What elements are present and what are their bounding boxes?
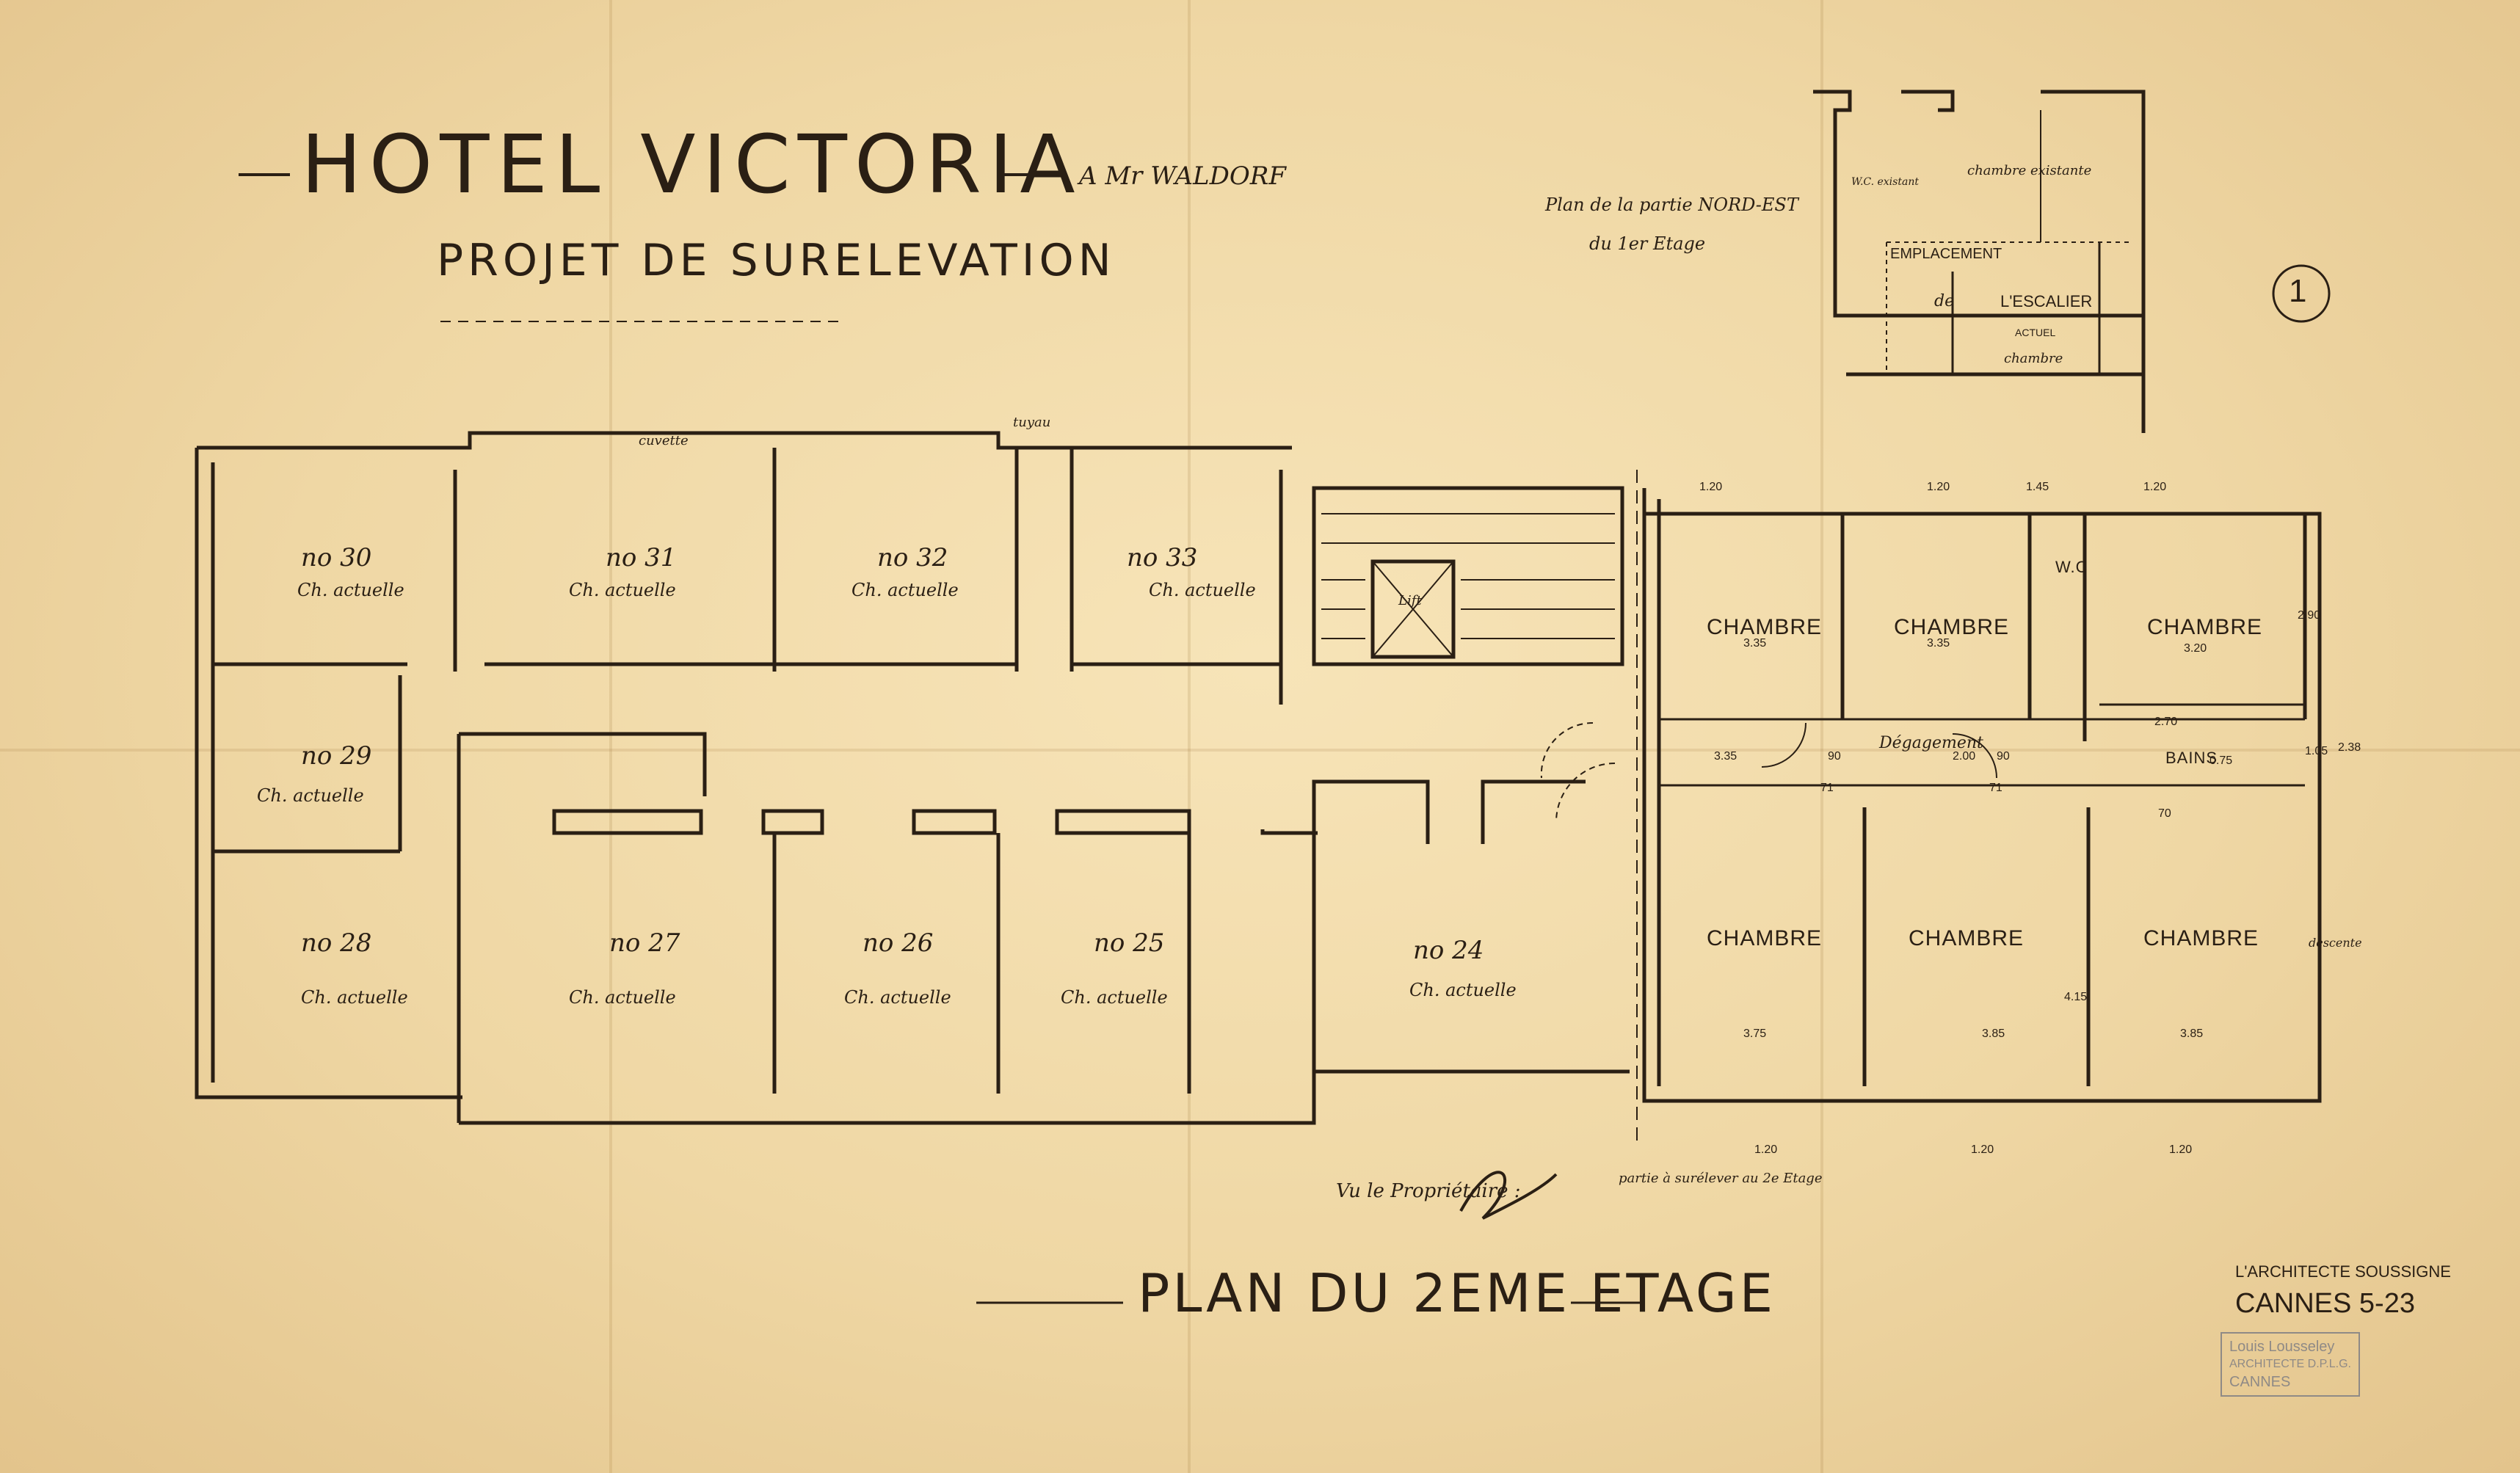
new-room-label: CHAMBRE bbox=[1707, 926, 1823, 950]
paper-fold bbox=[1188, 0, 1191, 1473]
dimension: 1.20 bbox=[1699, 481, 1723, 493]
architect-stamp: Louis Lousseley ARCHITECTE D.P.L.G. CANN… bbox=[2221, 1332, 2360, 1397]
descente-label: descente bbox=[2309, 936, 2362, 950]
dimension: 1.20 bbox=[2169, 1143, 2193, 1156]
limit-note: partie à surélever au 2e Etage bbox=[1619, 1171, 1823, 1186]
dimension: 90 bbox=[1828, 750, 1841, 763]
inset-room-existing: chambre existante bbox=[1967, 163, 2092, 178]
inset-caption: Plan de la partie NORD-EST bbox=[1545, 194, 1798, 215]
room-number: no 25 bbox=[1094, 928, 1165, 958]
dimension: 1.45 bbox=[2026, 481, 2049, 493]
inset-chambre: chambre bbox=[2004, 351, 2063, 366]
room-label: Ch. actuelle bbox=[257, 785, 364, 806]
room-label: Ch. actuelle bbox=[1149, 580, 1256, 600]
plan-level-title: PLAN DU 2EME ETAGE bbox=[1138, 1262, 1776, 1324]
dimension: 3.85 bbox=[1982, 1028, 2005, 1040]
city-date: CANNES 5-23 bbox=[2235, 1288, 2415, 1319]
inset-wc: W.C. existant bbox=[1851, 176, 1919, 188]
dimension: 1.20 bbox=[2143, 481, 2167, 493]
room-number: no 27 bbox=[609, 928, 680, 958]
room-number: no 31 bbox=[606, 543, 677, 572]
paper-fold bbox=[609, 0, 612, 1473]
room-number: no 29 bbox=[301, 741, 372, 771]
stamp-line: CANNES bbox=[2229, 1374, 2291, 1390]
room-number: no 30 bbox=[301, 543, 372, 572]
new-room-label: CHAMBRE bbox=[2143, 926, 2259, 950]
project-subtitle: PROJET DE SURELEVATION bbox=[437, 235, 1116, 286]
stamp-line: Louis Lousseley bbox=[2229, 1339, 2335, 1355]
room-label: Ch. actuelle bbox=[844, 987, 951, 1008]
room-label: Ch. actuelle bbox=[569, 580, 676, 600]
dimension: 3.20 bbox=[2184, 642, 2207, 655]
room-label: Ch. actuelle bbox=[301, 987, 408, 1008]
room-label: Ch. actuelle bbox=[297, 580, 404, 600]
sheet-number: 1 bbox=[2289, 273, 2307, 309]
paper-fold bbox=[0, 749, 2520, 752]
dimension: 90 bbox=[1997, 750, 2010, 763]
dimension: 2.70 bbox=[2154, 716, 2178, 728]
owner-label: A Mr WALDORF bbox=[1079, 161, 1286, 191]
room-number: no 24 bbox=[1413, 936, 1484, 965]
inset-location-label: EMPLACEMENT bbox=[1890, 246, 2002, 262]
dimension: 0.75 bbox=[2209, 754, 2233, 767]
cuvette-label: cuvette bbox=[639, 433, 689, 448]
room-label: Ch. actuelle bbox=[569, 987, 676, 1008]
dimension: 2.90 bbox=[2298, 609, 2321, 622]
new-room-label: CHAMBRE bbox=[2147, 615, 2263, 639]
dimension: 70 bbox=[2158, 807, 2171, 820]
new-room-label: CHAMBRE bbox=[1909, 926, 2025, 950]
room-number: no 26 bbox=[863, 928, 934, 958]
room-number: no 32 bbox=[877, 543, 948, 572]
dimension: 3.85 bbox=[2180, 1028, 2204, 1040]
room-number: no 33 bbox=[1127, 543, 1198, 572]
dimension: 1.05 bbox=[2305, 745, 2328, 757]
dimension: 71 bbox=[1989, 782, 2002, 794]
new-room-label: CHAMBRE bbox=[1894, 615, 2010, 639]
new-room-label: CHAMBRE bbox=[1707, 615, 1823, 639]
plan-title: HOTEL VICTORIA bbox=[301, 117, 1083, 211]
dimension: 3.35 bbox=[1927, 637, 1950, 650]
paper-fold bbox=[1820, 0, 1823, 1473]
inset-de: de bbox=[1934, 292, 1955, 310]
inset-stair-label: L'ESCALIER bbox=[2000, 292, 2093, 310]
dimension: 71 bbox=[1820, 782, 1834, 794]
tuyau-label: tuyau bbox=[1013, 415, 1051, 430]
corridor-label: Dégagement bbox=[1879, 734, 1983, 752]
dimension: 3.35 bbox=[1714, 750, 1738, 763]
architect-label: L'ARCHITECTE SOUSSIGNE bbox=[2235, 1262, 2451, 1281]
dimension: 1.20 bbox=[1754, 1143, 1778, 1156]
dimension: 1.20 bbox=[1927, 481, 1950, 493]
room-label: Ch. actuelle bbox=[1409, 980, 1517, 1000]
dimension: 3.35 bbox=[1743, 637, 1767, 650]
inset-caption-2: du 1er Etage bbox=[1589, 233, 1706, 254]
room-number: no 28 bbox=[301, 928, 372, 958]
lift-label: Lift bbox=[1398, 593, 1422, 608]
dimension: 2.00 bbox=[1953, 750, 1976, 763]
room-label: Ch. actuelle bbox=[852, 580, 959, 600]
bains-label: BAINS bbox=[2165, 749, 2218, 767]
dimension: 4.15 bbox=[2064, 991, 2088, 1003]
dimension: 3.75 bbox=[1743, 1028, 1767, 1040]
dimension: 1.20 bbox=[1971, 1143, 1994, 1156]
stamp-line: ARCHITECTE D.P.L.G. bbox=[2229, 1358, 2351, 1370]
room-label: Ch. actuelle bbox=[1061, 987, 1168, 1008]
dimension: 2.38 bbox=[2338, 741, 2361, 754]
approval-note: Vu le Propriétaire : bbox=[1336, 1180, 1521, 1202]
inset-current: ACTUEL bbox=[2015, 327, 2056, 338]
wc-label: W.C bbox=[2055, 558, 2088, 576]
